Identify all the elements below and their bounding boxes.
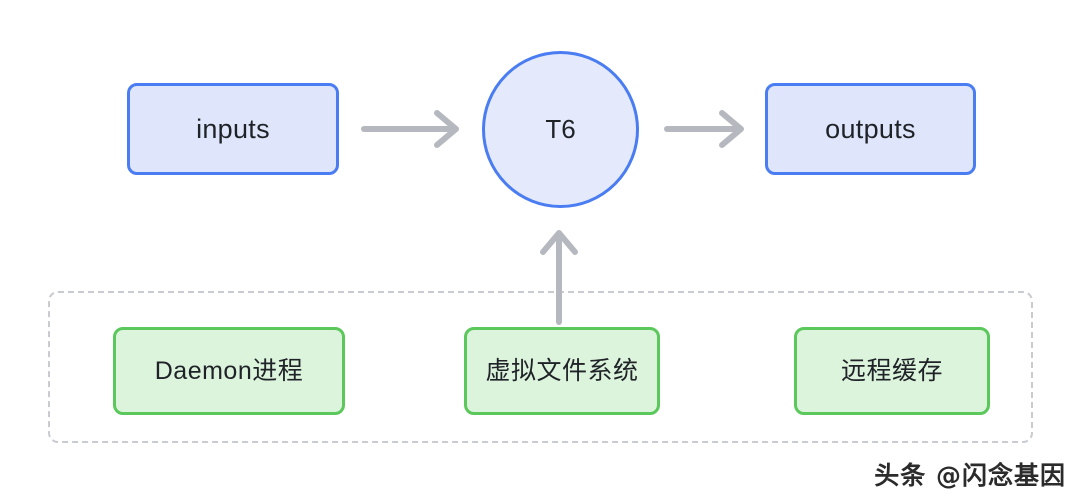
edge-inputs-to-t6 bbox=[361, 110, 459, 148]
node-inputs-label: inputs bbox=[196, 113, 270, 144]
node-virtual-file-system-label: 虚拟文件系统 bbox=[485, 357, 639, 385]
node-daemon-process[interactable]: Daemon进程 bbox=[113, 327, 345, 415]
node-virtual-file-system[interactable]: 虚拟文件系统 bbox=[464, 327, 660, 415]
services-group-container bbox=[48, 291, 1033, 443]
node-remote-cache-label: 远程缓存 bbox=[840, 357, 943, 385]
node-outputs-label: outputs bbox=[825, 113, 916, 144]
node-daemon-process-label: Daemon进程 bbox=[154, 357, 304, 385]
node-outputs[interactable]: outputs bbox=[765, 83, 976, 175]
node-inputs[interactable]: inputs bbox=[127, 83, 339, 175]
node-t6[interactable]: T6 bbox=[482, 51, 639, 208]
node-remote-cache[interactable]: 远程缓存 bbox=[794, 327, 990, 415]
edge-t6-to-outputs bbox=[664, 110, 744, 148]
watermark: 头条 @闪念基因 bbox=[874, 461, 1066, 490]
node-t6-label: T6 bbox=[545, 113, 576, 144]
